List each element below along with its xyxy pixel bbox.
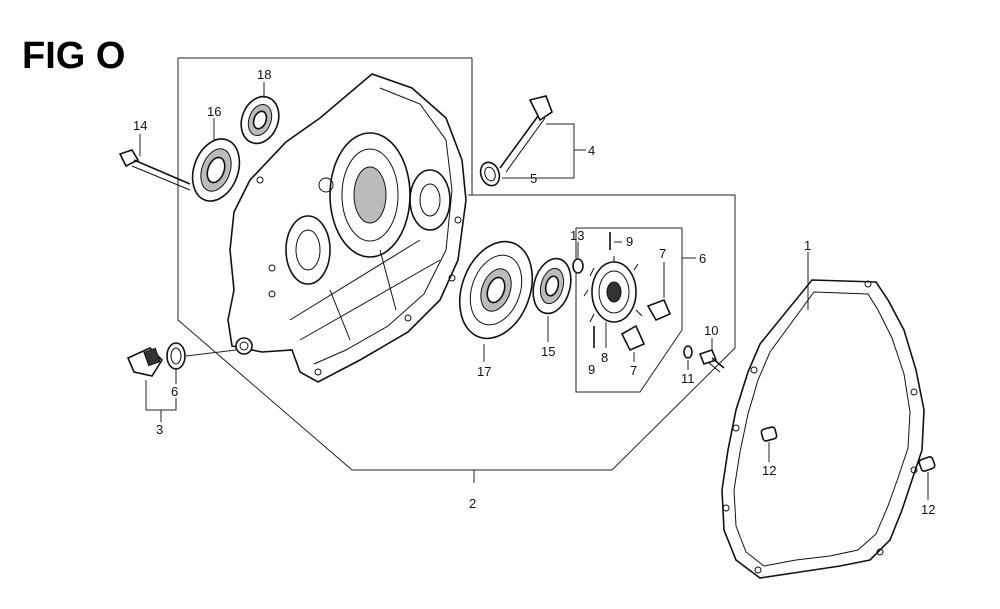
callout-18: 18 (257, 67, 271, 82)
governor-shaft (698, 349, 725, 373)
assembly-group-6-outline (575, 227, 696, 393)
governor-gear (583, 256, 643, 323)
radial-bearing-small (532, 257, 572, 315)
callout-9-upper: 9 (626, 234, 633, 249)
callout-1: 1 (804, 238, 811, 253)
callout-14: 14 (133, 118, 147, 133)
callout-6-governor: 6 (699, 251, 706, 266)
oil-seal-large (191, 138, 241, 202)
callout-2: 2 (469, 496, 476, 511)
callout-12-left: 12 (762, 463, 776, 478)
callout-5: 5 (530, 171, 537, 186)
callout-16: 16 (207, 104, 221, 119)
dowel-pin-b (918, 456, 936, 472)
crankcase-cover (227, 73, 467, 383)
callout-11: 11 (681, 371, 695, 386)
radial-bearing-large (458, 240, 534, 340)
callout-10: 10 (704, 323, 718, 338)
callout-8: 8 (601, 350, 608, 365)
callout-15: 15 (541, 344, 555, 359)
assembly-group-4-outline (502, 123, 586, 179)
gauge-o-ring (479, 161, 501, 187)
leader-lines (139, 82, 929, 500)
cover-gasket (721, 279, 925, 579)
thrust-washer (572, 258, 584, 274)
figure-title: FIG O (22, 35, 125, 77)
oil-level-gauge (499, 95, 553, 173)
drain-plug (126, 347, 164, 377)
governor-weight-b (620, 324, 646, 352)
callout-3: 3 (156, 422, 163, 437)
callout-4: 4 (588, 143, 595, 158)
assembly-group-3-outline (145, 380, 177, 422)
assembly-group-2-outline (177, 57, 736, 483)
callout-13: 13 (570, 228, 584, 243)
governor-weight-a (646, 298, 672, 322)
dowel-pin-a (760, 426, 778, 442)
callout-17: 17 (477, 364, 491, 379)
callout-7-upper: 7 (659, 246, 666, 261)
oil-seal-small (240, 95, 280, 145)
callout-9-lower: 9 (588, 362, 595, 377)
callout-6-drain: 6 (171, 384, 178, 399)
flange-bolt (118, 149, 191, 191)
callout-7-lower: 7 (630, 363, 637, 378)
governor-washer (683, 345, 693, 359)
callout-12-right: 12 (921, 502, 935, 517)
drain-plug-washer (166, 342, 186, 370)
